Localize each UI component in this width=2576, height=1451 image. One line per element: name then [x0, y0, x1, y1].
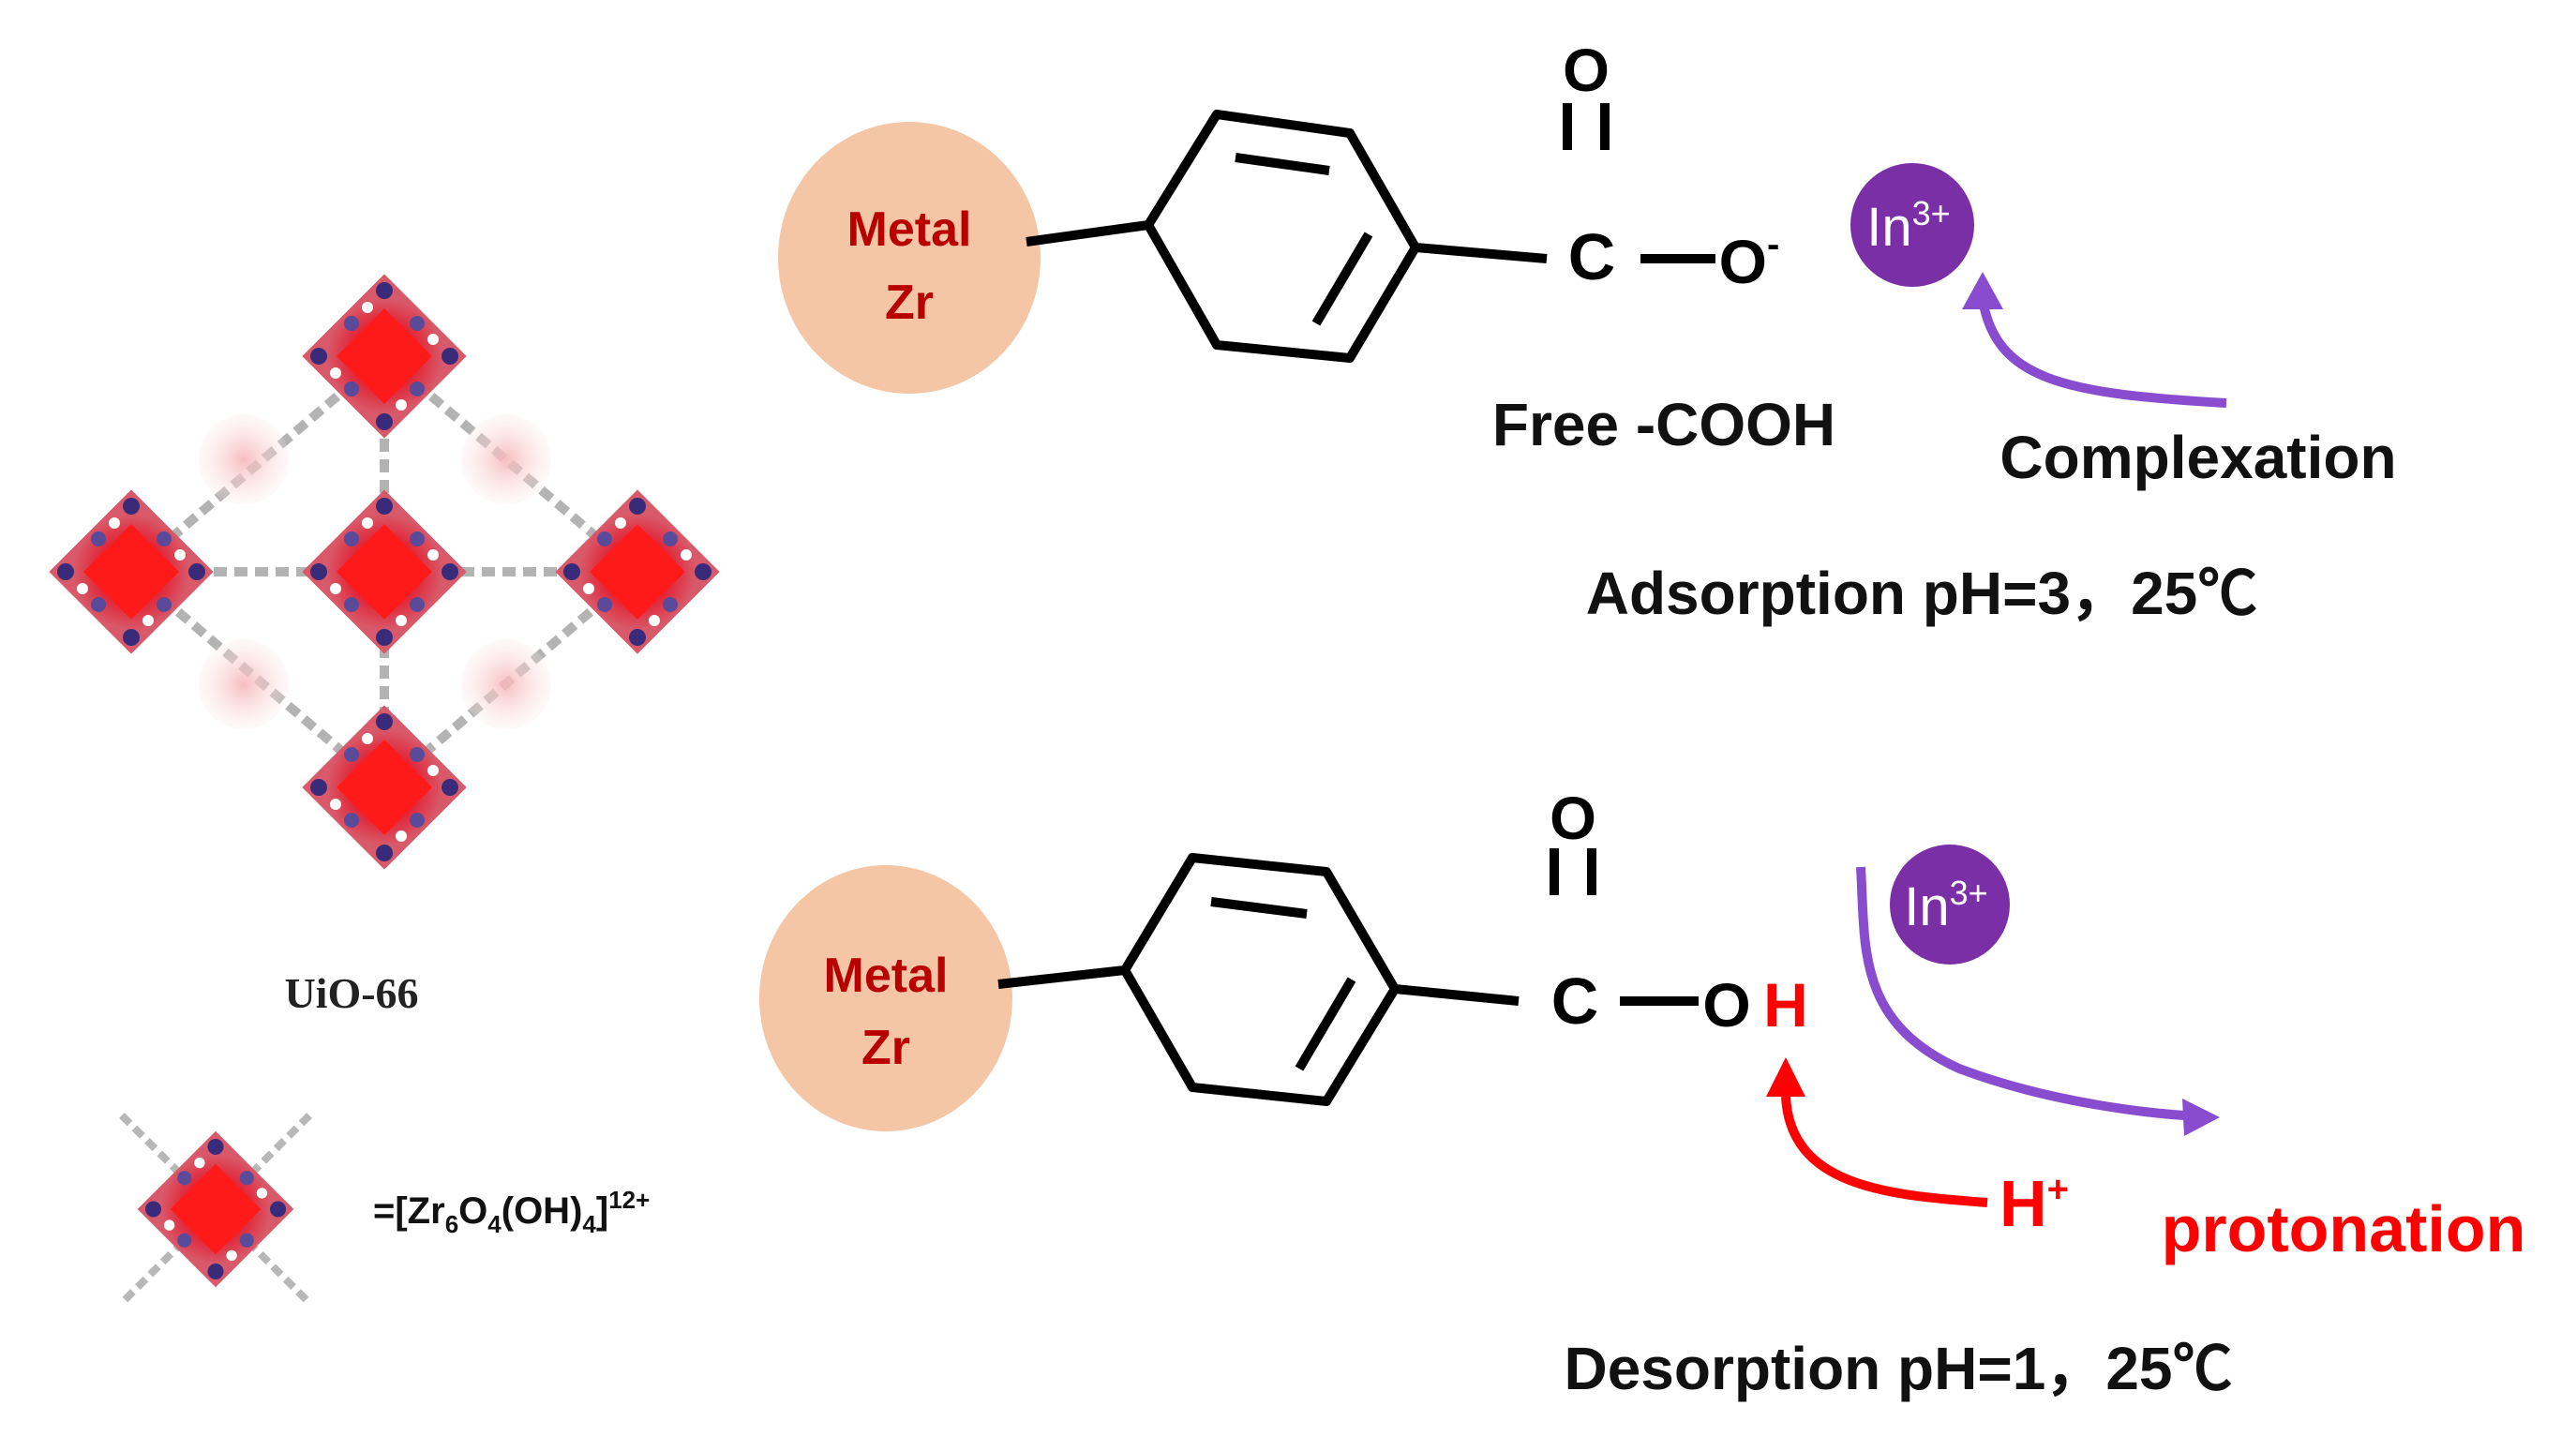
carboxylate-oxygen: O- [1719, 224, 1780, 296]
benzene-ring [997, 848, 1699, 1106]
carboxyl-carbon: C [1568, 220, 1616, 293]
hydroxyl-hydrogen: H [1763, 970, 1808, 1040]
zr-label: Zr [861, 1021, 910, 1075]
release-arrow [1856, 866, 2185, 1120]
complexation-label: Complexation [1999, 424, 2396, 491]
metal-label: Metal [824, 949, 949, 1003]
carbonyl-oxygen: O [1563, 37, 1610, 104]
protonation-arrow [1781, 1096, 1988, 1207]
carboxyl-carbon: C [1551, 965, 1599, 1038]
metal-zr-circle [778, 122, 1041, 394]
cluster-formula: =[Zr6O4(OH)4]12+ [373, 1186, 650, 1238]
desorption-condition: Desorption pH=1，25℃ [1564, 1335, 2232, 1402]
complexation-arrowhead [1962, 272, 2003, 309]
metal-label: Metal [847, 202, 972, 257]
uio66-framework-image [37, 274, 750, 900]
carbonyl-oxygen: O [1550, 785, 1596, 852]
hydroxyl-oxygen: O [1702, 970, 1750, 1040]
protonation-label: protonation [2162, 1192, 2526, 1265]
indium-ion-label: In3+ [1866, 194, 1950, 258]
protonation-arrowhead [1766, 1057, 1805, 1097]
indium-ion [1890, 845, 2010, 965]
uio66-label: UiO-66 [284, 969, 418, 1017]
proton-label: H+ [1999, 1167, 2069, 1240]
desorption-scheme: Metal Zr O C O H In3+ H+ protonation Des… [759, 785, 2525, 1402]
indium-ion [1850, 163, 1974, 287]
adsorption-condition: Adsorption pH=3，25℃ [1586, 560, 2258, 627]
indium-ion-label: In3+ [1904, 874, 1987, 937]
release-arrowhead [2182, 1099, 2220, 1136]
zr-label: Zr [885, 276, 934, 330]
benzene-ring [1026, 103, 1715, 363]
metal-zr-circle [759, 865, 1012, 1131]
adsorption-scheme: Metal Zr O C O- In3+ Free -COOH Complexa… [778, 37, 2397, 627]
free-cooh-label: Free -COOH [1492, 391, 1835, 458]
zr-cluster-icon [119, 1113, 312, 1306]
complexation-arrow [1978, 299, 2227, 408]
